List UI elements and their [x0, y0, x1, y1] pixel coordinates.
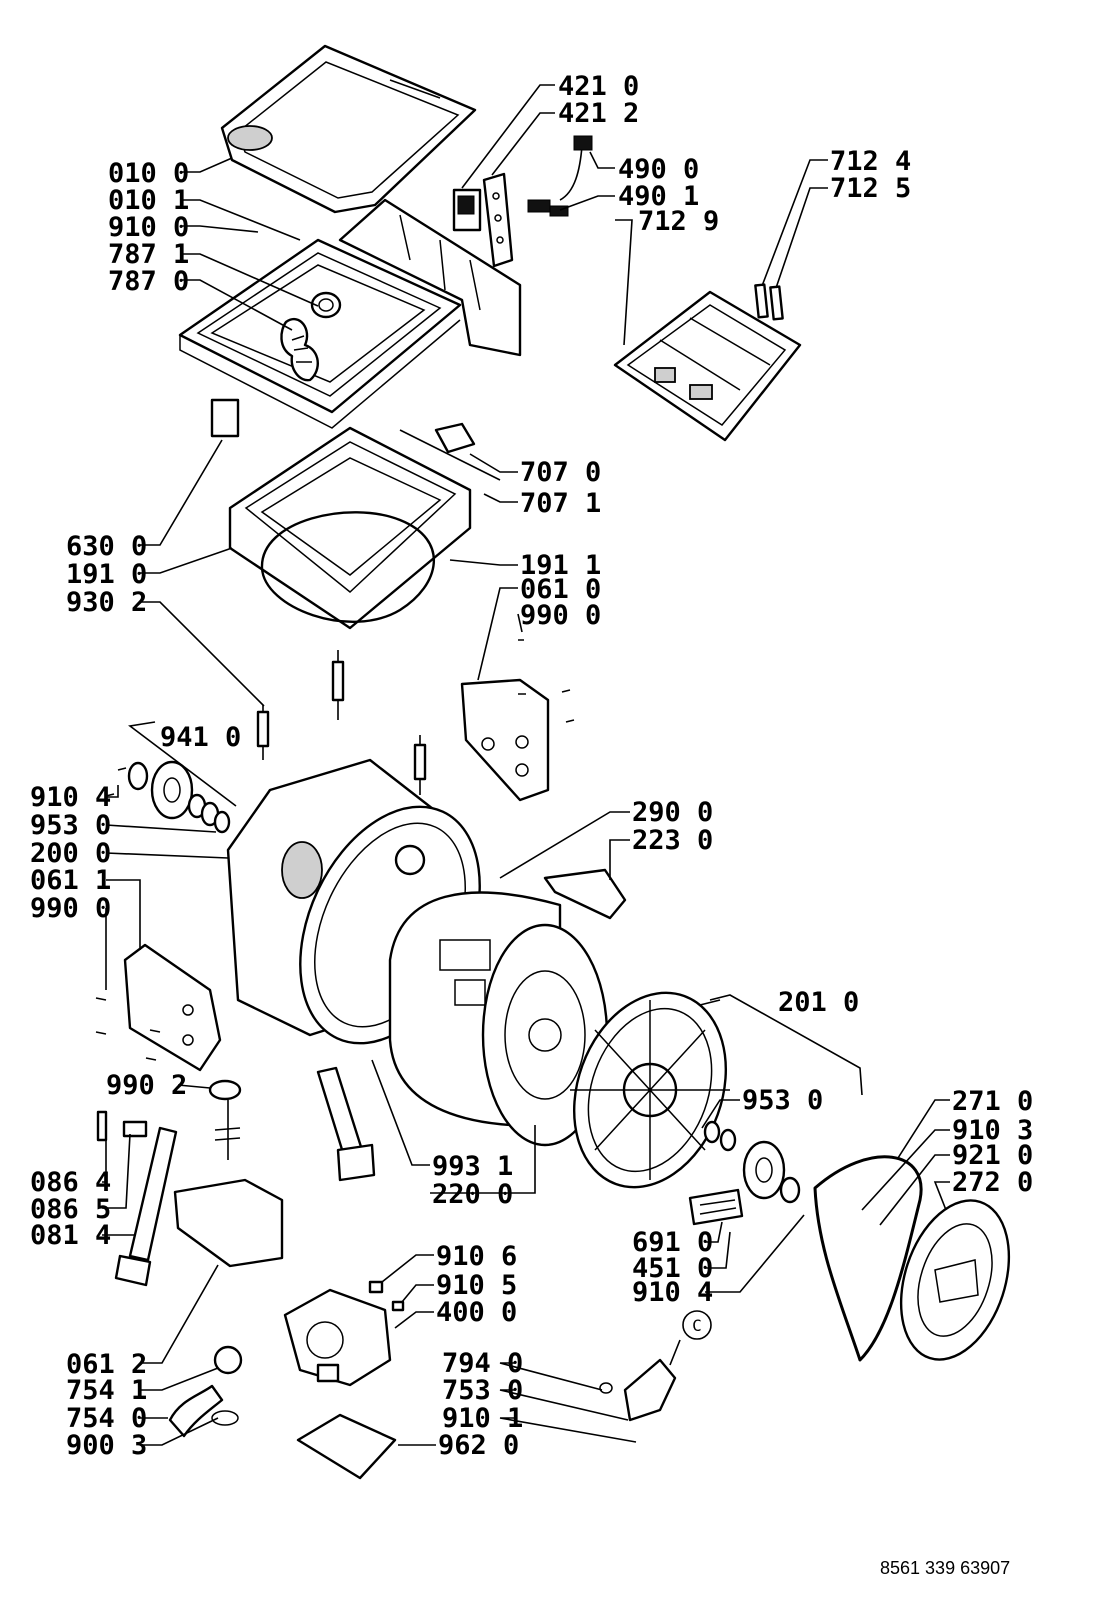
dispenser-drawer-part: [613, 290, 802, 442]
callout-421-0: 421 0: [558, 71, 639, 102]
ring-272-0-part: [899, 1199, 1011, 1361]
heater-part: [688, 1188, 744, 1226]
callout-010-1: 010 1: [108, 185, 189, 216]
small-block-part: [210, 398, 240, 438]
callout-490-0: 490 0: [618, 154, 699, 185]
callout-990-2: 990 2: [106, 1070, 187, 1101]
callout-191-1: 191 1: [520, 550, 601, 581]
top-cover-part: [220, 44, 477, 214]
callout-490-1: 490 1: [618, 181, 699, 212]
foot-part: [208, 1079, 242, 1160]
callout-962-0: 962 0: [438, 1430, 519, 1461]
callout-990-0-side: 990 0: [30, 893, 111, 924]
damper-left-part: [96, 1110, 178, 1287]
callout-451-0: 451 0: [632, 1253, 713, 1284]
hose-part: [168, 1345, 243, 1438]
tub-ring-part: [228, 426, 472, 630]
rod-a-part: [754, 283, 769, 319]
callout-081-4: 081 4: [30, 1220, 111, 1251]
callout-707-0: 707 0: [520, 457, 601, 488]
door-seal-part: [813, 1155, 923, 1362]
callout-910-1: 910 1: [442, 1403, 523, 1434]
relay-part: [452, 188, 482, 232]
callout-910-6: 910 6: [436, 1241, 517, 1272]
damper-centre-part: [316, 1066, 376, 1182]
springs-part: [256, 650, 427, 850]
screws-part: [95, 639, 575, 1061]
callout-630-0: 630 0: [66, 531, 147, 562]
callout-754-0: 754 0: [66, 1403, 147, 1434]
callout-191-0: 191 0: [66, 559, 147, 590]
callout-910-5: 910 5: [436, 1270, 517, 1301]
rod-b-part: [769, 285, 784, 321]
circle-mark-letter: C: [692, 1316, 702, 1335]
sensor-part: [599, 1358, 677, 1422]
box-061-2-part: [173, 1178, 284, 1268]
bracket-223-0-part: [543, 868, 627, 920]
cable-harness-part: [527, 135, 593, 217]
callout-712-5: 712 5: [830, 173, 911, 204]
callout-086-5: 086 5: [30, 1194, 111, 1225]
pump-part: [283, 1280, 405, 1387]
callout-220-0: 220 0: [432, 1179, 513, 1210]
callout-223-0: 223 0: [632, 825, 713, 856]
callout-061-2: 061 2: [66, 1349, 147, 1380]
probe-part: [399, 422, 501, 481]
callout-290-0: 290 0: [632, 797, 713, 828]
callout-921-0: 921 0: [952, 1140, 1033, 1171]
callout-421-2: 421 2: [558, 98, 639, 129]
callout-910-0: 910 0: [108, 212, 189, 243]
callout-400-0: 400 0: [436, 1297, 517, 1328]
callout-010-0: 010 0: [108, 158, 189, 189]
callout-910-4-right: 910 4: [632, 1277, 713, 1308]
top-frame-part: [178, 198, 522, 429]
callout-707-1: 707 1: [520, 488, 601, 519]
relay-bracket-part: [482, 172, 514, 268]
callout-794-0: 794 0: [442, 1348, 523, 1379]
callout-271-0: 271 0: [952, 1086, 1033, 1117]
callout-910-3: 910 3: [952, 1115, 1033, 1146]
callout-787-1: 787 1: [108, 239, 189, 270]
callout-953-0-left: 953 0: [30, 810, 111, 841]
callout-993-1: 993 1: [432, 1151, 513, 1182]
callout-753-0: 753 0: [442, 1375, 523, 1406]
rear-tub-part: [570, 991, 730, 1189]
side-panel-part: [123, 943, 222, 1072]
callout-953-0-right: 953 0: [742, 1085, 823, 1116]
inlet-bellows-part: [280, 291, 342, 382]
callout-061-1: 061 1: [30, 865, 111, 896]
callout-941-0: 941 0: [160, 722, 241, 753]
leader-lines: [102, 84, 950, 1446]
callout-787-0: 787 0: [108, 266, 189, 297]
gasket-part: [260, 511, 436, 623]
callout-272-0: 272 0: [952, 1167, 1033, 1198]
bearing-set-right-part: [703, 1120, 801, 1204]
callout-201-0: 201 0: [778, 987, 859, 1018]
bracket-061-0-part: [460, 678, 550, 802]
document-code: 8561 339 63907: [880, 1558, 1011, 1578]
callout-754-1: 754 1: [66, 1375, 147, 1406]
callout-712-9: 712 9: [638, 206, 719, 237]
circle-mark: C: [682, 1310, 712, 1340]
callout-930-2: 930 2: [66, 587, 147, 618]
callout-200-0: 200 0: [30, 838, 111, 869]
callout-691-0: 691 0: [632, 1227, 713, 1258]
callout-910-4-left: 910 4: [30, 782, 111, 813]
callout-900-3: 900 3: [66, 1430, 147, 1461]
callout-061-0: 061 0: [520, 574, 601, 605]
bearing-set-left-part: [127, 760, 231, 834]
callout-labels: 010 0 010 1 910 0 787 1 787 0 421 0 421 …: [30, 71, 1033, 1461]
callout-712-4: 712 4: [830, 146, 911, 177]
callout-086-4: 086 4: [30, 1167, 111, 1198]
callout-990-0-top: 990 0: [520, 600, 601, 631]
tray-part: [296, 1413, 397, 1480]
